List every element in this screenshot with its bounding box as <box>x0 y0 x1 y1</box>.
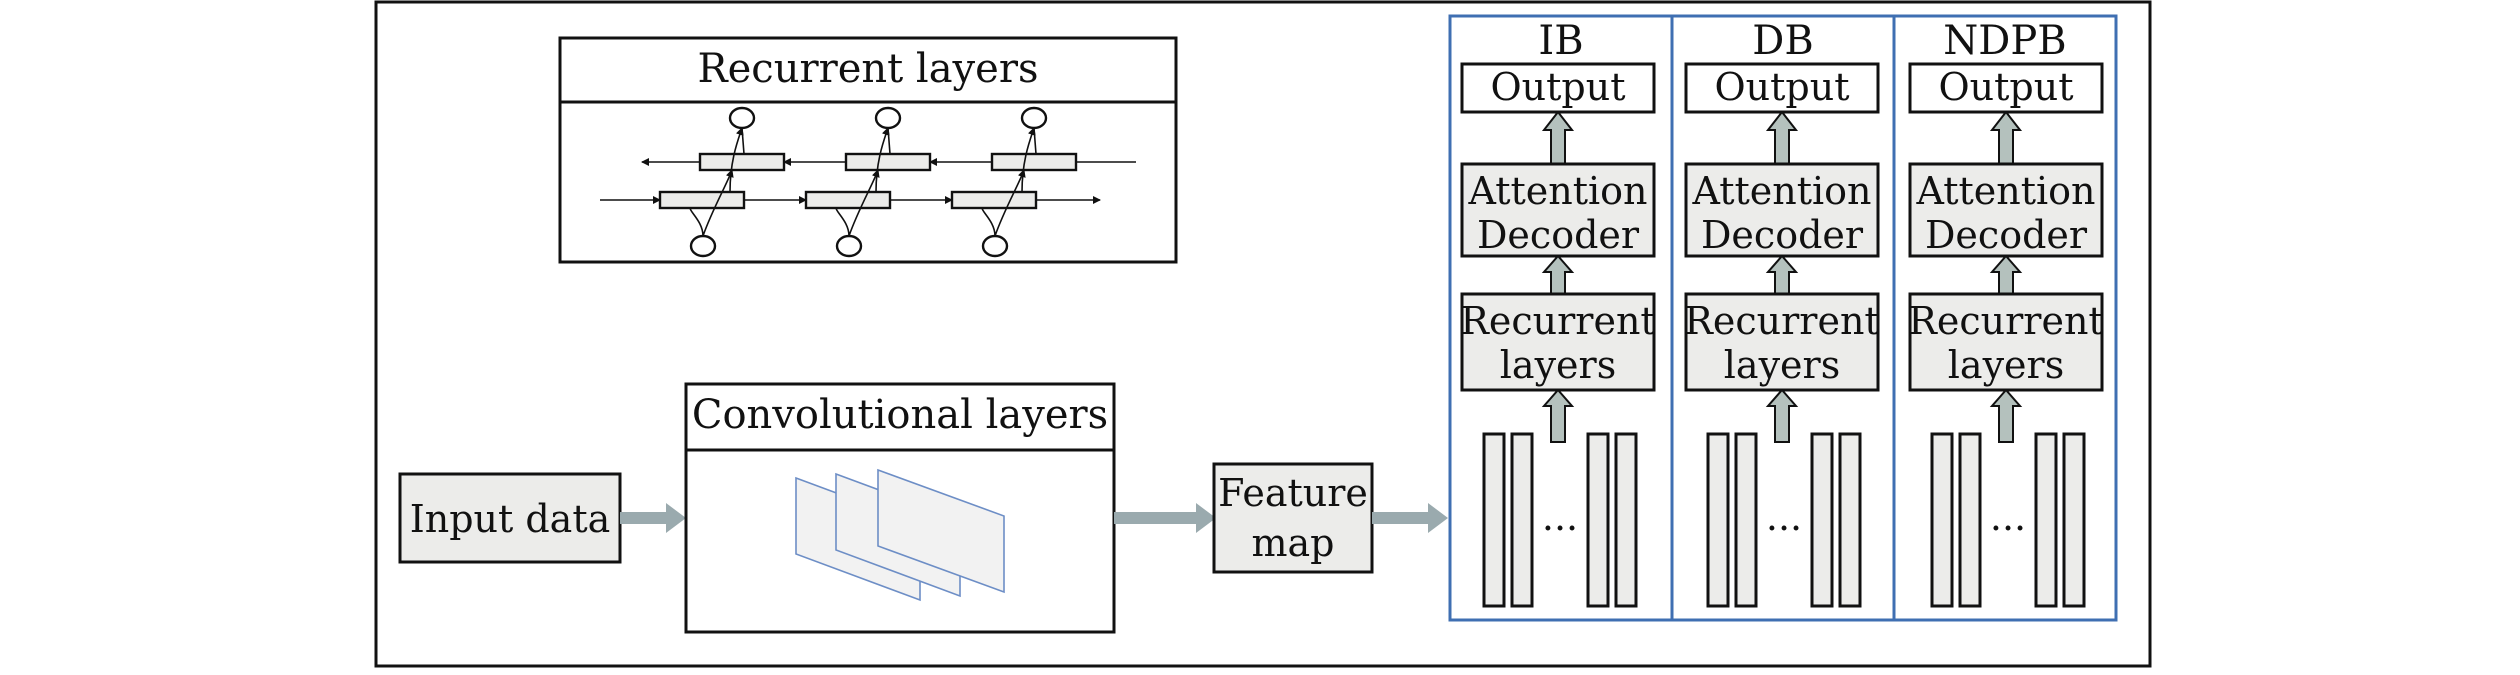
branch-title: IB <box>1538 18 1583 64</box>
decoder-label: Decoder <box>1925 213 2088 257</box>
rnn-output-node <box>728 106 756 130</box>
feature-column <box>1958 432 1982 608</box>
branch-db: DB Output Attention Decoder Recurrent la… <box>1670 14 1896 622</box>
decoder-label: Decoder <box>1477 213 1640 257</box>
input-data-box <box>398 472 622 564</box>
recurrent-layers-panel: Recurrent layers <box>558 36 1178 264</box>
branch-title: DB <box>1752 18 1813 64</box>
branch-ib: IB Output Attention Decoder Recurrent la… <box>1448 14 1674 622</box>
recurrent-panel-title: Recurrent layers <box>698 46 1039 92</box>
rnn-forward-cell <box>804 190 892 210</box>
outer-frame <box>374 0 2152 668</box>
output-label: Output <box>1715 65 1850 109</box>
feature-column <box>1614 432 1638 608</box>
rnn-backward-cell <box>844 152 932 172</box>
rnn-connection <box>981 207 996 237</box>
rnn-connection <box>1021 127 1036 193</box>
rnn-input-node <box>835 234 863 258</box>
up-arrow <box>1765 254 1799 295</box>
ellipsis: ... <box>1990 495 2026 539</box>
decoder-label: Decoder <box>1701 213 1864 257</box>
feature-map-line1: Feature <box>1218 471 1368 515</box>
output-label: Output <box>1939 65 2074 109</box>
feature-map-block: Feature map <box>1212 462 1374 574</box>
up-arrow <box>1541 388 1575 443</box>
rnn-input-node <box>981 234 1009 258</box>
feature-column <box>1838 432 1862 608</box>
flow-arrow-feature-to-branches <box>1372 503 1448 533</box>
rnn-output-node <box>874 106 902 130</box>
ellipsis: ... <box>1766 495 1802 539</box>
rnn-connection <box>835 207 850 237</box>
feature-sheet <box>877 468 1005 594</box>
rnn-forward-cell <box>950 190 1038 210</box>
up-arrow <box>1765 388 1799 443</box>
flow-arrow-input-to-conv <box>620 503 686 533</box>
up-arrow <box>1989 254 2023 295</box>
convolutional-layers-block: Convolutional layers <box>684 382 1116 634</box>
rnn-connection <box>741 127 745 155</box>
feature-column <box>1930 432 1954 608</box>
rnn-unrolled-illustration <box>600 106 1136 258</box>
ellipsis: ... <box>1542 495 1578 539</box>
recurrent-layers-box <box>1684 292 1880 392</box>
feature-column <box>1706 432 1730 608</box>
up-arrow <box>1541 110 1575 165</box>
feature-column <box>2062 432 2086 608</box>
rnn-backward-cell <box>990 152 1078 172</box>
rnn-connection <box>887 127 891 155</box>
recurrent-label: Recurrent <box>1684 299 1879 343</box>
recurrent-layers-box <box>1460 292 1656 392</box>
recurrent-panel-body <box>558 100 1178 264</box>
attention-decoder-box <box>1684 162 1880 258</box>
feature-column <box>1586 432 1610 608</box>
up-arrow <box>1989 110 2023 165</box>
rnn-backward-cell <box>698 152 786 172</box>
up-arrow <box>1765 110 1799 165</box>
conv-title: Convolutional layers <box>692 392 1108 438</box>
attention-label: Attention <box>1467 169 1647 213</box>
up-arrow <box>1989 388 2023 443</box>
recurrent-label: Recurrent <box>1460 299 1655 343</box>
input-data-block: Input data <box>398 472 622 564</box>
feature-column <box>1510 432 1534 608</box>
rnn-connection <box>689 207 704 237</box>
layers-label: layers <box>1724 343 1840 387</box>
rnn-connection <box>729 127 744 193</box>
output-box <box>1684 62 1880 114</box>
recurrent-label: Recurrent <box>1908 299 2103 343</box>
branch-ndpb: NDPB Output Attention Decoder Recurrent … <box>1892 14 2118 622</box>
branch-title: NDPB <box>1943 18 2066 64</box>
layers-label: layers <box>1500 343 1616 387</box>
rnn-input-node <box>689 234 717 258</box>
rnn-connection <box>875 127 890 193</box>
branch-frame <box>1892 14 2118 622</box>
attention-label: Attention <box>1915 169 2095 213</box>
recurrent-layers-box <box>1908 292 2104 392</box>
feature-column <box>1482 432 1506 608</box>
rnn-connection <box>1033 127 1037 155</box>
feature-column <box>2034 432 2058 608</box>
output-label: Output <box>1491 65 1626 109</box>
attention-label: Attention <box>1691 169 1871 213</box>
feature-map-line2: map <box>1251 521 1334 565</box>
rnn-output-node <box>1020 106 1048 130</box>
input-data-label: Input data <box>410 497 611 541</box>
feature-column <box>1734 432 1758 608</box>
layers-label: layers <box>1948 343 2064 387</box>
feature-column <box>1810 432 1834 608</box>
rnn-forward-cell <box>658 190 746 210</box>
flow-arrow-conv-to-feature <box>1114 503 1216 533</box>
up-arrow <box>1541 254 1575 295</box>
